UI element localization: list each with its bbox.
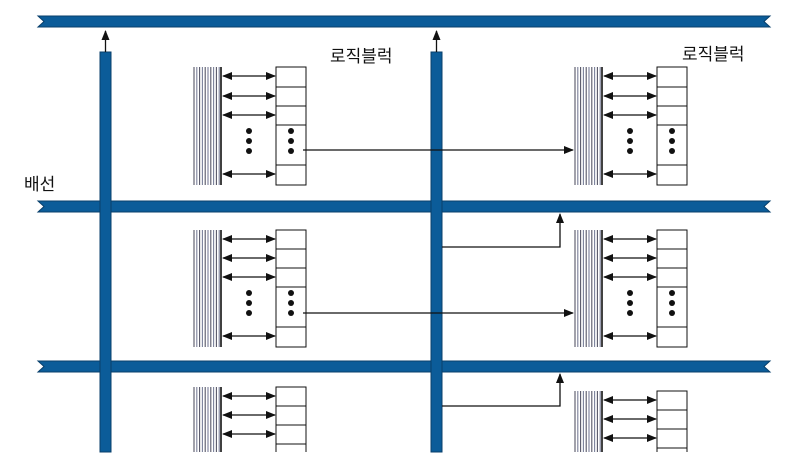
ellipsis-dot — [246, 128, 252, 134]
ellipsis-dot — [669, 300, 675, 306]
vertical-bus — [99, 51, 112, 453]
input-hatch-bank — [574, 230, 603, 347]
ellipsis-dot — [627, 138, 633, 144]
ellipsis-dot — [627, 128, 633, 134]
vertical-bus — [430, 51, 443, 453]
register-column — [656, 229, 688, 348]
register-column — [656, 390, 688, 452]
register-column — [275, 66, 307, 186]
register-column-border — [275, 229, 307, 348]
horizontal-bus — [36, 360, 772, 373]
logic-blocks — [193, 66, 688, 452]
register-column-border — [275, 66, 307, 186]
register-column-border — [275, 386, 307, 452]
input-hatch-bank — [193, 230, 222, 347]
ellipsis-dot — [246, 138, 252, 144]
ellipsis-dot — [669, 310, 675, 316]
ellipsis-dot — [627, 310, 633, 316]
ellipsis-dot — [669, 290, 675, 296]
register-column-border — [656, 390, 688, 452]
ellipsis-dot — [246, 290, 252, 296]
ellipsis-dot — [246, 310, 252, 316]
input-hatch-bank — [574, 67, 603, 185]
ellipsis-dot — [627, 300, 633, 306]
interconnect-wires — [101, 30, 574, 407]
input-hatch-bank — [193, 67, 222, 185]
input-hatch-bank — [193, 387, 222, 452]
ellipsis-dot — [669, 148, 675, 154]
register-column — [275, 386, 307, 452]
register-column-border — [656, 229, 688, 348]
ellipsis-dot — [627, 148, 633, 154]
elbow-wire — [442, 373, 564, 407]
elbow-wire — [442, 213, 564, 248]
ellipsis-dot — [627, 290, 633, 296]
ellipsis-dot — [669, 138, 675, 144]
logic-block-label-center: 로직블럭 — [330, 47, 393, 67]
register-column — [656, 66, 688, 186]
ellipsis-dot — [288, 290, 294, 296]
routing-buses — [36, 15, 772, 453]
ellipsis-dot — [288, 138, 294, 144]
ellipsis-dot — [288, 128, 294, 134]
ellipsis-dot — [669, 128, 675, 134]
ellipsis-dot — [246, 148, 252, 154]
horizontal-bus — [36, 15, 772, 28]
register-column — [275, 229, 307, 348]
horizontal-bus — [36, 200, 772, 213]
logic-block-label-right: 로직블럭 — [682, 45, 745, 65]
ellipsis-dot — [288, 148, 294, 154]
wiring-label: 배선 — [24, 175, 56, 195]
register-column-border — [656, 66, 688, 186]
ellipsis-dot — [288, 310, 294, 316]
ellipsis-dot — [246, 300, 252, 306]
input-hatch-bank — [574, 391, 603, 452]
ellipsis-dot — [288, 300, 294, 306]
